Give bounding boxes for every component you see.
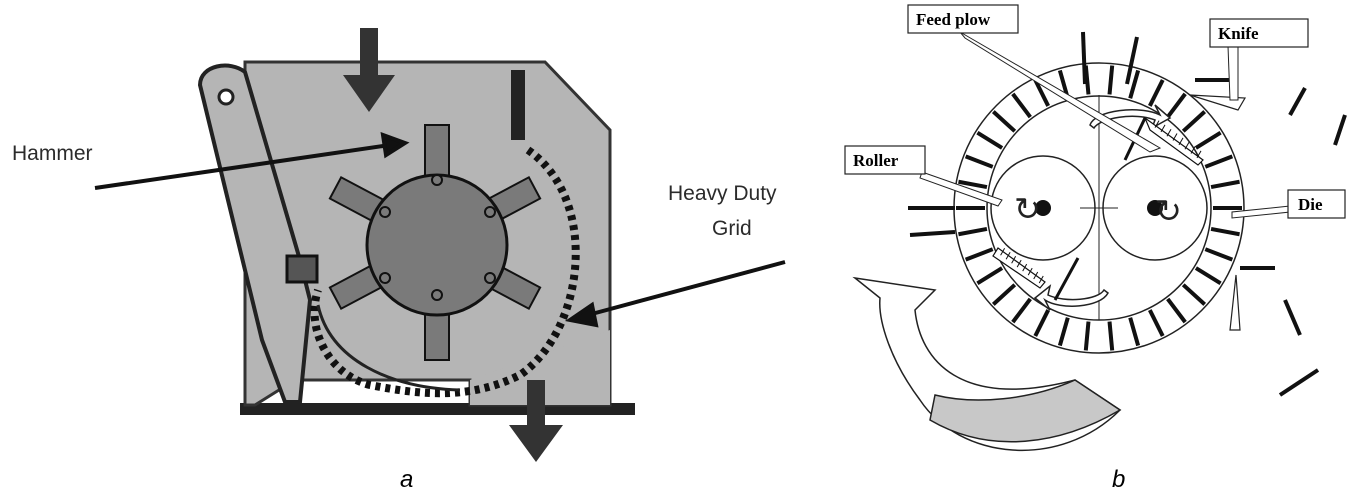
plow-hatch: [1172, 133, 1178, 141]
die-hole: [1181, 283, 1207, 306]
die-hole: [991, 283, 1017, 306]
roller-right-axle: [1147, 200, 1163, 216]
die-hole: [964, 154, 994, 169]
die-hole: [1128, 69, 1141, 99]
die-hole: [1166, 92, 1187, 119]
plow-hatch: [1190, 146, 1196, 154]
die-hole: [1204, 154, 1234, 169]
rotor-bolts: [379, 174, 496, 301]
hinge-pin: [217, 88, 235, 106]
roller-right-rotation-icon: ↻: [1155, 193, 1182, 229]
panel-a-caption: a: [400, 466, 413, 491]
die-hole: [1128, 317, 1141, 347]
pointer-arrows: [94, 131, 786, 328]
hammer-mill-diagram: Hammer Heavy Duty Grid a: [12, 28, 786, 491]
die-hole: [1057, 317, 1070, 347]
latch-block: [285, 254, 319, 284]
extruded-pellets: [908, 31, 1347, 397]
die-hole: [1194, 131, 1222, 150]
output-band: [929, 379, 1122, 443]
plow-hatch: [1196, 150, 1202, 159]
knife-label: Knife: [1218, 24, 1259, 43]
roller-label: Roller: [853, 151, 899, 170]
feed-plow-label: Feed plow: [916, 10, 991, 29]
pellet-die-diagram: ↻ ↻ Feed plow Knife Roller: [844, 4, 1347, 491]
die-hole: [1107, 321, 1115, 351]
die-hole: [1210, 226, 1240, 237]
plow-hatch: [1160, 124, 1166, 133]
die-hole: [1210, 179, 1240, 190]
die-hole: [1011, 297, 1032, 324]
plow-hatch: [1033, 271, 1039, 280]
die-hole: [1107, 65, 1115, 95]
grid-label-line1: Heavy Duty: [668, 182, 777, 205]
feed-plow-blades: [992, 116, 1204, 289]
knife-callout: Knife: [1209, 18, 1309, 101]
knife-bottom: [1229, 274, 1241, 331]
grid-support-curve: [316, 304, 461, 392]
die-hole: [1148, 309, 1165, 337]
die-label: Die: [1298, 195, 1323, 214]
panel-b-caption: b: [1112, 466, 1125, 491]
die-hole: [976, 266, 1004, 285]
hammer-label: Hammer: [12, 142, 93, 165]
die-callout: Die: [1231, 189, 1346, 219]
die-hole: [1083, 321, 1091, 351]
die-hole: [1011, 92, 1032, 119]
roller-left-axle: [1035, 200, 1051, 216]
die-hole: [1033, 309, 1050, 337]
die-hole: [958, 179, 988, 190]
grid-label-line2: Grid: [712, 217, 752, 240]
plow-hatch: [1154, 120, 1160, 128]
roller-left-rotation-icon: ↻: [1014, 191, 1041, 227]
outlet-chute: [470, 330, 610, 405]
plow-hatch: [1005, 252, 1011, 260]
die-hole: [1204, 247, 1234, 262]
die-hole: [1166, 297, 1187, 324]
feed-plow-bottom-arrow: [1033, 284, 1109, 311]
roller-callout: Roller: [844, 145, 1003, 207]
die-hole: [1033, 79, 1050, 107]
hinged-door: [197, 63, 313, 404]
plow-hatch: [1027, 267, 1033, 276]
plow-hatch: [1022, 263, 1028, 272]
heavy-duty-grid: [310, 146, 580, 398]
plow-hatch: [1038, 275, 1044, 284]
plow-hatch: [1184, 141, 1190, 150]
plow-hatch: [1011, 255, 1017, 264]
feed-arrow-icon: [343, 28, 395, 112]
die-hole: [991, 110, 1017, 133]
plow-hatch: [1166, 128, 1172, 137]
inner-baffle: [511, 70, 525, 140]
die-hole: [1148, 79, 1165, 107]
die-hole: [958, 226, 988, 237]
discharge-arrow-icon: [509, 380, 563, 462]
die-hole: [1181, 110, 1207, 133]
plow-hatch: [1016, 259, 1022, 268]
plow-line-bottom: [1053, 257, 1080, 301]
plow-hatch: [1178, 137, 1184, 146]
die-hole: [964, 247, 994, 262]
plow-hatch: [1000, 248, 1006, 256]
feed-plow-callout: Feed plow: [907, 4, 1162, 153]
die-hole: [976, 131, 1004, 150]
die-hole: [1194, 266, 1222, 285]
